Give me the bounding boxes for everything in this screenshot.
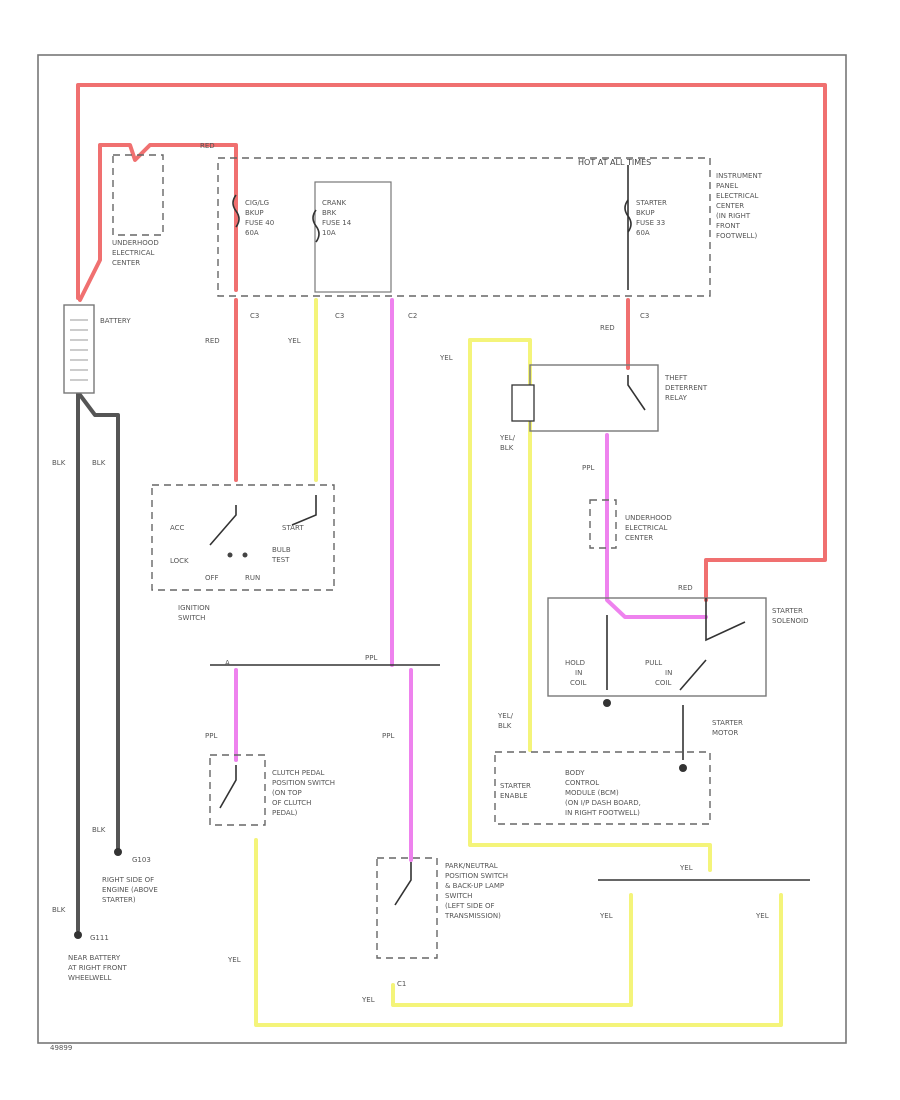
battery-plates bbox=[70, 319, 88, 381]
underhood-center-2-box bbox=[589, 499, 617, 549]
wire-blk-1: BLK bbox=[52, 459, 66, 467]
ign-contact-1 bbox=[227, 552, 233, 558]
wire-yel-blk-2: YEL/ BLK bbox=[497, 712, 515, 730]
yellow-wire-relay-bcm bbox=[468, 338, 712, 872]
clutch-switch-label: CLUTCH PEDAL POSITION SWITCH (ON TOP OF … bbox=[272, 769, 337, 817]
yellow-wire-bcm bbox=[468, 338, 532, 752]
crank-fuse-box bbox=[314, 181, 392, 293]
ignition-switch-start-arm bbox=[291, 495, 317, 526]
hot-at-all-times-label: HOT AT ALL TIMES bbox=[578, 158, 651, 167]
fuse-a-symbol bbox=[232, 194, 240, 228]
wire-blk-2: BLK bbox=[92, 459, 106, 467]
yellow-wire-bottom bbox=[254, 838, 783, 1027]
wire-yel-4: YEL bbox=[599, 912, 613, 920]
ign-off-label: OFF bbox=[205, 574, 219, 582]
battery-label: BATTERY bbox=[100, 317, 131, 325]
wire-ppl-3: PPL bbox=[205, 732, 217, 740]
starter-solenoid-label: STARTER SOLENOID bbox=[772, 607, 808, 625]
ground-g103-desc: RIGHT SIDE OF ENGINE (ABOVE STARTER) bbox=[102, 876, 160, 904]
starter-motor-ground bbox=[679, 764, 687, 772]
wire-yel-1: YEL bbox=[287, 337, 301, 345]
ip-center-box bbox=[217, 157, 711, 297]
underhood-center-2-label: UNDERHOOD ELECTRICAL CENTER bbox=[625, 514, 674, 542]
wire-yel-3: YEL bbox=[679, 864, 693, 872]
relay-contact bbox=[627, 375, 646, 411]
bcm-label: BODY CONTROL MODULE (BCM) (ON I/P DASH B… bbox=[565, 769, 643, 817]
red-wire-underhood bbox=[78, 143, 238, 302]
wire-ppl-1: PPL bbox=[582, 464, 594, 472]
pn-switch-contact bbox=[394, 862, 412, 906]
ign-acc-label: ACC bbox=[170, 524, 185, 532]
ignition-switch-arm bbox=[209, 505, 237, 546]
connector-c2-label: C2 bbox=[408, 312, 417, 320]
connector-c3b-label: C3 bbox=[335, 312, 344, 320]
park-neutral-box bbox=[376, 857, 438, 959]
ignition-switch-label: IGNITION SWITCH bbox=[178, 604, 212, 622]
ip-center-label: INSTRUMENT PANEL ELECTRICAL CENTER (IN R… bbox=[716, 172, 764, 240]
wire-red-4: RED bbox=[678, 584, 693, 592]
relay-coil bbox=[511, 384, 535, 422]
ground-g111-symbol bbox=[74, 931, 82, 939]
purple-wire-relay bbox=[605, 433, 708, 619]
footer-code: 49899 bbox=[50, 1044, 72, 1052]
wire-red-1: RED bbox=[205, 337, 220, 345]
connector-c3-label: C3 bbox=[250, 312, 259, 320]
fuse-c-label: STARTER BKUP FUSE 33 60A bbox=[636, 199, 669, 237]
ground-g103-label: G103 bbox=[132, 856, 151, 864]
wire-yel-7: YEL bbox=[361, 996, 375, 1004]
black-wire-g103 bbox=[78, 393, 120, 850]
wire-blk-4: BLK bbox=[52, 906, 66, 914]
solenoid-switch bbox=[705, 598, 746, 642]
ground-g111-label: G111 bbox=[90, 934, 109, 942]
connector-c1-label: C1 bbox=[397, 980, 406, 988]
fuse-b-label: CRANK BRK FUSE 14 10A bbox=[322, 199, 353, 237]
clutch-switch-contact bbox=[219, 765, 237, 809]
wire-blk-3: BLK bbox=[92, 826, 106, 834]
wire-yel-blk-1: YEL/ BLK bbox=[499, 434, 517, 452]
park-neutral-label: PARK/NEUTRAL POSITION SWITCH & BACK-UP L… bbox=[444, 862, 510, 920]
starter-motor-label: STARTER MOTOR bbox=[712, 719, 745, 737]
solenoid-hold-node bbox=[603, 699, 611, 707]
pull-in-label: PULL IN COIL bbox=[645, 659, 675, 687]
wire-yel-6: YEL bbox=[227, 956, 241, 964]
wire-ppl-4: PPL bbox=[382, 732, 394, 740]
ground-g111-desc: NEAR BATTERY AT RIGHT FRONT WHEELWELL bbox=[68, 954, 129, 982]
diagram-frame bbox=[37, 54, 847, 1044]
wire-red-2: RED bbox=[600, 324, 615, 332]
ign-start-label: START bbox=[282, 524, 304, 532]
starter-solenoid-box bbox=[547, 597, 767, 697]
wire-red-3: RED bbox=[200, 142, 215, 150]
wire-ppl-2: PPL bbox=[365, 654, 377, 662]
underhood-center-box bbox=[112, 154, 164, 236]
ign-contact-2 bbox=[242, 552, 248, 558]
starter-enable-label: STARTER ENABLE bbox=[500, 782, 533, 800]
ign-run-label: RUN bbox=[245, 574, 260, 582]
wire-yel-5: YEL bbox=[755, 912, 769, 920]
red-wire-main bbox=[76, 83, 827, 602]
connector-c3c-label: C3 bbox=[640, 312, 649, 320]
fuse-b-symbol bbox=[312, 209, 320, 243]
solenoid-internal bbox=[606, 615, 707, 691]
wire-yel-2: YEL bbox=[439, 354, 453, 362]
underhood-center-label: UNDERHOOD ELECTRICAL CENTER bbox=[112, 239, 161, 267]
yellow-wire-pn-out bbox=[391, 893, 633, 1007]
ignition-switch-box bbox=[151, 484, 335, 591]
ign-lock-label: LOCK bbox=[170, 557, 189, 565]
clutch-switch-box bbox=[209, 754, 266, 826]
fuse-a-label: CIG/LG BKUP FUSE 40 60A bbox=[245, 199, 276, 237]
hold-in-label: HOLD IN COIL bbox=[565, 659, 587, 687]
ign-bulb-label: BULB TEST bbox=[271, 546, 293, 564]
splice-a-label: A bbox=[225, 659, 230, 667]
theft-relay-label: THEFT DETERRENT RELAY bbox=[664, 374, 709, 402]
theft-relay-box bbox=[529, 364, 659, 432]
ground-g103-symbol bbox=[114, 848, 122, 856]
